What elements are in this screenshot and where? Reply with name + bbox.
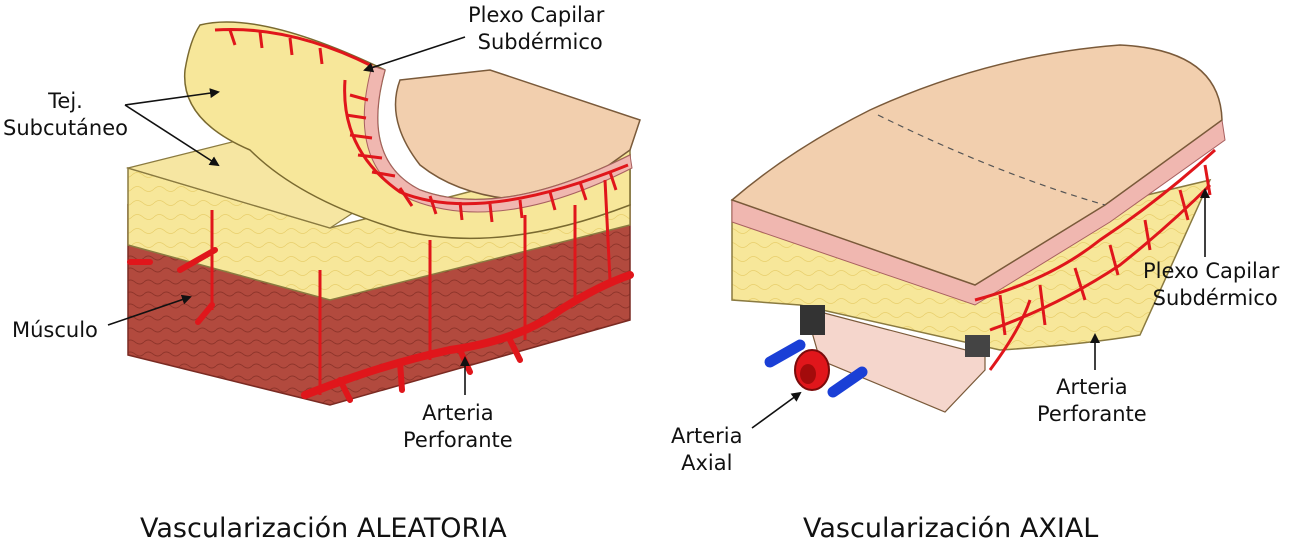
perforating-branches [210,179,612,395]
caption-axial-flap: Vascularización AXIAL [803,513,1099,544]
label-right-perforante: Arteria Perforante [1037,374,1147,428]
label-left-plexo-line2: Subdérmico [477,30,603,54]
axial-flap-illustration [730,44,1226,413]
axial-subdermal-plexus [974,148,1217,336]
label-right-axial-line2: Axial [681,451,733,475]
label-left-tejido: Tej. Subcutáneo [3,88,128,142]
axial-artery-lumen [800,364,816,384]
subdermal-plexus [214,28,629,223]
arrow-left-tejido-b [124,104,220,167]
annotation-arrows [107,36,1210,429]
label-right-perforante-line2: Perforante [1037,402,1147,426]
label-left-arteria-line1: Arteria [422,401,494,425]
label-right-plexo-line2: Subdérmico [1152,286,1278,310]
skin-dashed-line [877,114,1106,206]
label-left-musculo-text: Músculo [12,318,98,342]
label-left-tejido-line1: Tej. [48,89,83,113]
label-right-perforante-line1: Arteria [1056,375,1128,399]
pedicle-left-dark [800,305,825,335]
label-left-plexo: Plexo Capilar Subdérmico [468,2,604,56]
label-right-plexo-line1: Plexo Capilar [1143,259,1280,283]
label-left-arteria-line2: Perforante [403,428,513,452]
arrow-left-plexo [363,36,466,73]
label-right-axial-line1: Arteria [671,424,743,448]
vein-stump-right [827,366,868,398]
arrow-left-musculo [107,294,192,326]
axial-skin-surface [730,44,1223,286]
label-left-tejido-line2: Subcutáneo [3,116,129,140]
label-right-plexo: Plexo Capilar Subdérmico [1143,258,1279,312]
perforating-artery-trunk [301,271,634,399]
caption-random-flap: Vascularización ALEATORIA [140,513,507,544]
vein-stump-left [764,339,806,368]
arrow-right-axial [751,391,802,429]
random-flap-illustration [125,21,641,406]
label-left-arteria: Arteria Perforante [403,400,513,454]
label-right-axial: Arteria Axial [671,423,743,477]
axial-perforator [988,299,1032,371]
arrow-left-tejido-a [124,88,220,106]
pedicle-right-dark [965,335,990,357]
label-left-musculo: Músculo [12,317,98,344]
label-left-plexo-line1: Plexo Capilar [468,3,605,27]
